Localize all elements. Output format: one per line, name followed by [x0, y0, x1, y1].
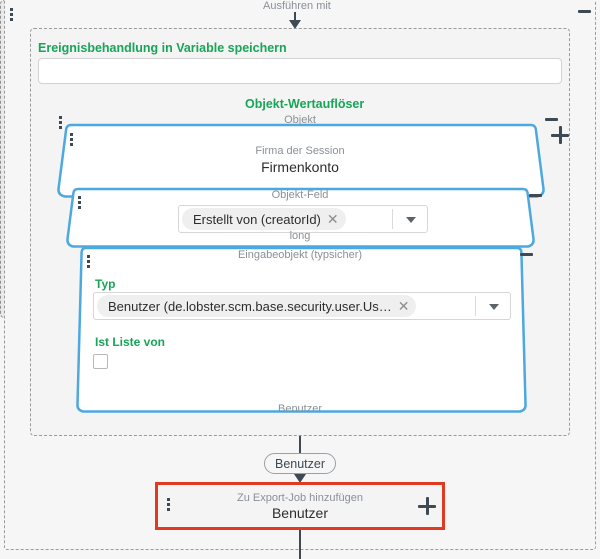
ist-liste-von-label: Ist Liste von — [95, 335, 166, 349]
export-job-node[interactable] — [155, 482, 445, 530]
collapse-minus-icon[interactable] — [545, 118, 558, 121]
eingabeobjekt-footer-value: Benutzer — [277, 403, 323, 415]
drag-handle-icon[interactable] — [87, 255, 91, 268]
collapse-minus-icon[interactable] — [578, 10, 591, 13]
add-plus-icon[interactable] — [551, 126, 569, 144]
typ-chip[interactable]: Benutzer (de.lobster.scm.base.security.u… — [97, 295, 417, 317]
objekt-block-caption: Firma der Session — [255, 145, 345, 157]
objekt-feld-type-note: long — [289, 230, 311, 242]
drag-handle-icon[interactable] — [10, 8, 14, 21]
eingabeobjekt-label: Eingabeobjekt (typsicher) — [237, 249, 363, 261]
objekt-feld-select[interactable]: Erstellt von (creatorId) ✕ — [178, 205, 428, 233]
variable-name-field[interactable] — [39, 59, 561, 83]
type-pill[interactable]: Benutzer — [264, 453, 336, 474]
pill-arrow-icon — [294, 474, 306, 483]
collapse-minus-icon[interactable] — [520, 253, 533, 256]
entry-connector-line — [294, 0, 296, 24]
close-icon[interactable]: ✕ — [397, 298, 410, 314]
drag-handle-icon[interactable] — [78, 196, 82, 209]
objekt-feld-label: Objekt-Feld — [271, 189, 329, 201]
entry-label: Ausführen mit — [258, 0, 336, 12]
eingabeobjekt-block-shape[interactable] — [76, 246, 527, 414]
objekt-block-label: Objekt — [284, 114, 316, 126]
typ-select[interactable]: Benutzer (de.lobster.scm.base.security.u… — [93, 292, 511, 320]
collapse-minus-icon[interactable] — [529, 194, 542, 197]
object-value-resolver-title: Objekt-Wertauflöser — [245, 97, 365, 111]
select-divider — [392, 209, 393, 229]
ist-liste-von-checkbox[interactable] — [93, 354, 108, 369]
export-job-caption: Zu Export-Job hinzufügen — [237, 492, 363, 504]
add-plus-icon[interactable] — [418, 497, 436, 515]
entry-arrow-icon — [289, 20, 301, 29]
close-icon[interactable]: ✕ — [326, 211, 339, 227]
drag-handle-icon[interactable] — [59, 116, 63, 129]
chevron-down-icon[interactable] — [406, 217, 416, 223]
drag-handle-icon[interactable] — [167, 498, 171, 511]
objekt-feld-chip-label: Erstellt von (creatorId) — [193, 211, 321, 227]
drag-handle-icon[interactable] — [70, 133, 74, 146]
chevron-down-icon[interactable] — [489, 304, 499, 310]
export-job-value: Benutzer — [271, 505, 329, 521]
objekt-block-value: Firmenkonto — [261, 159, 339, 175]
variable-name-input[interactable] — [38, 58, 562, 84]
objekt-feld-chip[interactable]: Erstellt von (creatorId) ✕ — [182, 208, 346, 230]
typ-chip-label: Benutzer (de.lobster.scm.base.security.u… — [108, 298, 392, 314]
typ-field-label: Typ — [95, 277, 116, 291]
output-connector-line — [299, 436, 301, 453]
event-handler-title: Ereignisbehandlung in Variable speichern — [38, 41, 287, 55]
select-divider — [475, 296, 476, 316]
tail-connector-line — [299, 530, 301, 559]
